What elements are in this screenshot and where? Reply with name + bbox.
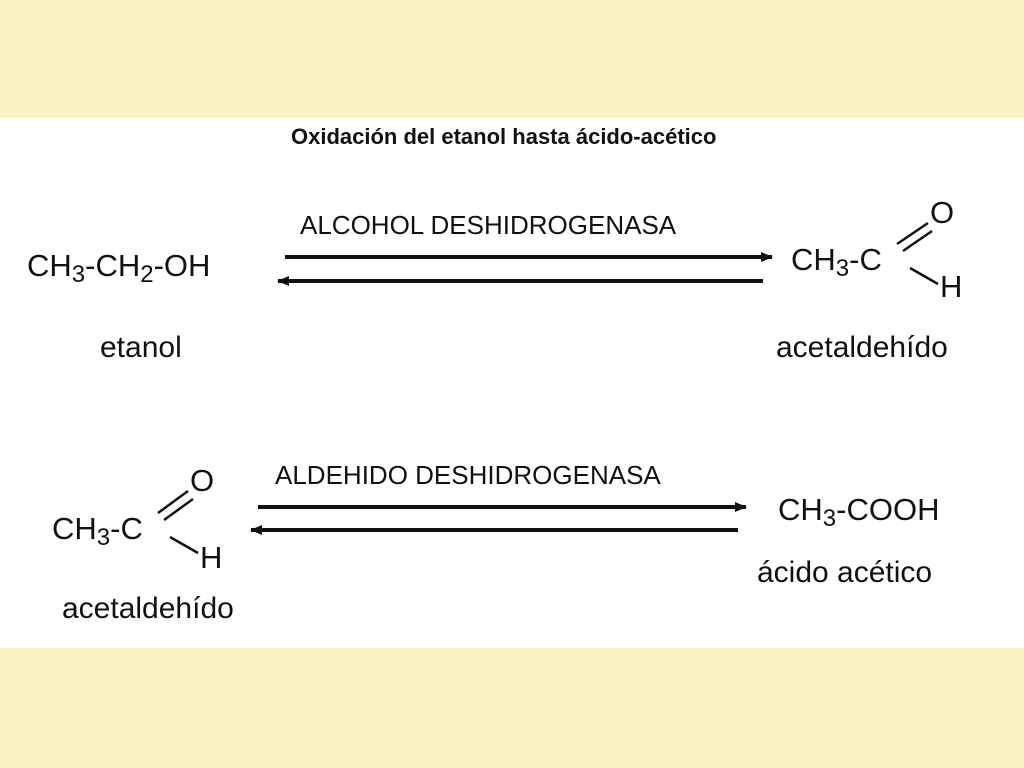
- formula-part: -OH: [153, 248, 211, 283]
- ethanol-formula: CH3-CH2-OH: [27, 248, 211, 287]
- formula-part: -COOH: [836, 492, 940, 527]
- formula-subscript: 3: [822, 505, 837, 532]
- enzyme-label-alcohol-dehydrogenase: ALCOHOL DESHIDROGENASA: [300, 210, 677, 240]
- slide-title: Oxidación del etanol hasta ácido-acético: [291, 124, 717, 149]
- white-panel: [0, 118, 1024, 648]
- formula-part: -CH: [85, 248, 141, 283]
- ethanol-name: etanol: [100, 331, 182, 364]
- acetaldehyde-hydrogen-2: H: [200, 540, 223, 575]
- formula-part: -C: [110, 511, 143, 546]
- acetaldehyde-name-2: acetaldehído: [62, 592, 234, 625]
- acetaldehyde-formula-1: CH3-C: [791, 242, 882, 281]
- formula-part: CH: [791, 242, 836, 277]
- acetaldehyde-oxygen-2: O: [190, 463, 215, 498]
- formula-part: CH: [778, 492, 823, 527]
- formula-subscript: 3: [835, 255, 850, 282]
- formula-part: CH: [27, 248, 72, 283]
- acetaldehyde-hydrogen-1: H: [940, 269, 963, 304]
- enzyme-label-aldehyde-dehydrogenase: ALDEHIDO DESHIDROGENASA: [275, 460, 661, 490]
- formula-subscript: 2: [140, 261, 154, 288]
- acetic-acid-formula: CH3-COOH: [778, 492, 940, 531]
- formula-subscript: 3: [96, 524, 111, 551]
- top-band: [0, 0, 1024, 118]
- formula-part: -C: [849, 242, 882, 277]
- acetaldehyde-formula-2: CH3-C: [52, 511, 143, 550]
- formula-subscript: 3: [71, 261, 86, 288]
- acetaldehyde-name-1: acetaldehído: [776, 331, 948, 364]
- acetaldehyde-oxygen-1: O: [930, 195, 955, 230]
- acetic-acid-name: ácido acético: [757, 556, 933, 589]
- formula-part: CH: [52, 511, 97, 546]
- bottom-band: [0, 648, 1024, 768]
